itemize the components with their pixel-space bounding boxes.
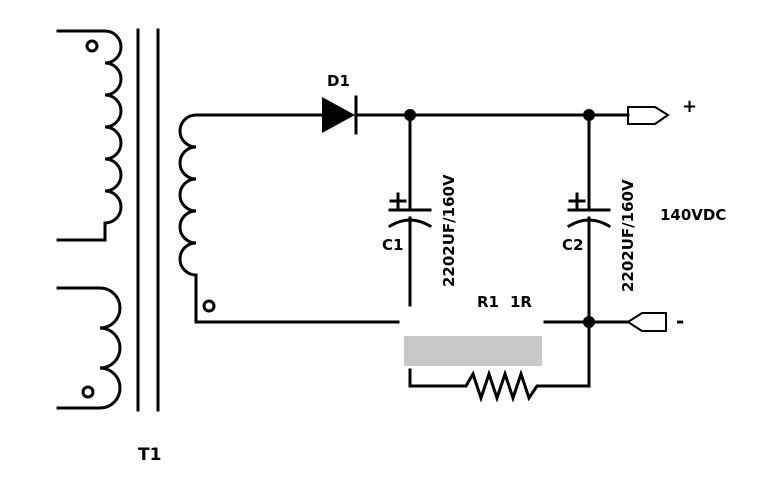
- minus-terminal-label: -: [676, 309, 684, 333]
- resistor-r1: [408, 368, 591, 403]
- secondary-coil: [178, 113, 212, 324]
- resistor-name-label: R1: [477, 293, 499, 311]
- c1-value-label: 2202UF/160V: [440, 174, 458, 287]
- secondary-winding: [178, 113, 216, 324]
- aux-dot-marker: [81, 385, 95, 399]
- diode-label: D1: [327, 72, 350, 90]
- terminal-positive-shape: [627, 106, 670, 125]
- secondary-dot-marker: [202, 299, 216, 313]
- c2-label: C2: [562, 236, 583, 254]
- primary-winding: [56, 29, 123, 242]
- c1-label: C1: [382, 236, 403, 254]
- bottom-rail: [194, 316, 630, 328]
- transformer-core: [136, 28, 160, 412]
- terminal-negative-shape: [626, 312, 667, 332]
- c2-value-label: 2202UF/160V: [619, 179, 637, 292]
- terminal-positive: [627, 106, 670, 125]
- diode-symbol: [322, 97, 355, 133]
- primary-coil: [56, 29, 123, 242]
- capacitor-c2: [566, 113, 612, 388]
- aux-winding: [56, 286, 122, 410]
- plus-terminal-label: +: [682, 96, 697, 117]
- junction-negative: [583, 316, 595, 328]
- aux-coil: [56, 286, 122, 410]
- output-voltage-label: 140VDC: [660, 206, 726, 224]
- resistor-zigzag: [408, 368, 591, 403]
- resistor-value-label: 1R: [510, 293, 532, 311]
- top-rail: [208, 95, 630, 135]
- capacitor-c1: [387, 113, 433, 307]
- primary-dot-marker: [85, 39, 99, 53]
- terminal-negative: [626, 312, 667, 332]
- transformer-label: T1: [138, 445, 161, 465]
- highlight-block: [404, 336, 542, 366]
